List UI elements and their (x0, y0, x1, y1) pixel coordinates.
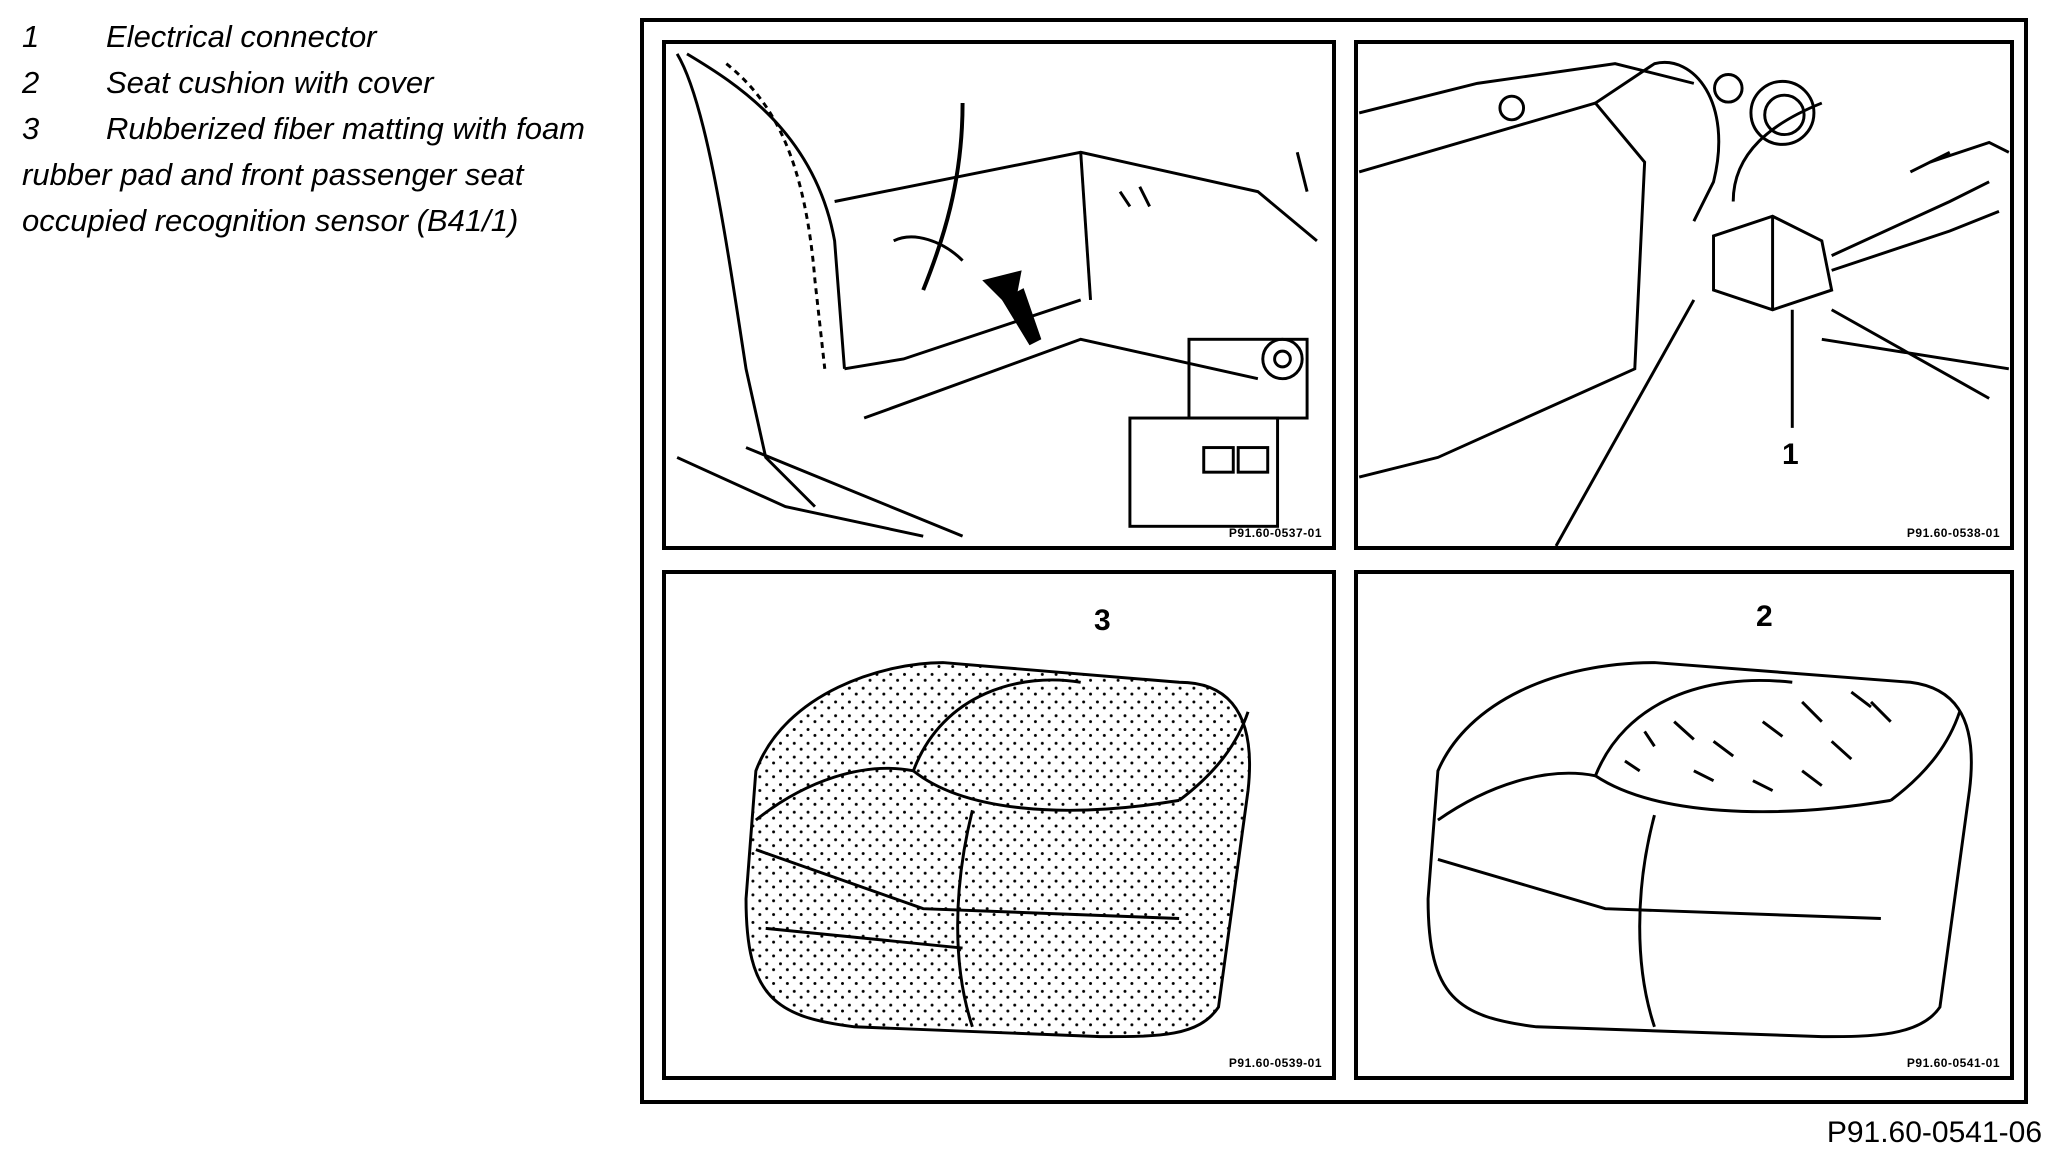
fiber-matting-illustration (744, 661, 1251, 1039)
panel-code: P91.60-0537-01 (1228, 526, 1322, 540)
legend-number: 3 (22, 111, 40, 146)
legend-item-1: 1 Electrical connector (22, 14, 632, 60)
callout-number: 1 (1782, 438, 1799, 471)
arrow-head (982, 270, 1022, 312)
legend-number: 1 (22, 19, 40, 54)
panel-code: P91.60-0541-01 (1906, 1056, 2000, 1070)
figure-frame: P91.60-0537-01 (640, 18, 2028, 1104)
seat-frame-illustration (675, 52, 1318, 538)
legend-text: Seat cushion with cover (106, 65, 434, 100)
seat-cushion-illustration (1426, 661, 1973, 1039)
figure-id: P91.60-0541-06 (1826, 1116, 2042, 1149)
panel-code: P91.60-0539-01 (1228, 1056, 1322, 1070)
connector-closeup-illustration (1358, 60, 2010, 546)
callout-number: 3 (1094, 604, 1111, 637)
legend-text: Rubberized fiber matting with foam (106, 111, 586, 146)
panel-fiber-matting: 3 P91.60-0539-01 (662, 570, 1336, 1080)
legend-number: 2 (22, 65, 40, 100)
legend: 1 Electrical connector 2 Seat cushion wi… (22, 14, 632, 244)
callout-number: 2 (1756, 600, 1773, 633)
legend-continuation-line: rubber pad and front passenger seat (22, 157, 524, 192)
panel-electrical-connector: 1 P91.60-0538-01 (1354, 40, 2014, 550)
legend-item-3: 3 Rubberized fiber matting with foam (22, 106, 632, 152)
panel-seat-cushion: 2 P91.60-0541-01 (1354, 570, 2014, 1080)
legend-item-2: 2 Seat cushion with cover (22, 60, 632, 106)
panel-connector-location: P91.60-0537-01 (662, 40, 1336, 550)
panel-code: P91.60-0538-01 (1906, 526, 2000, 540)
legend-continuation-line: occupied recognition sensor (B41/1) (22, 203, 519, 238)
legend-text: Electrical connector (106, 19, 377, 54)
